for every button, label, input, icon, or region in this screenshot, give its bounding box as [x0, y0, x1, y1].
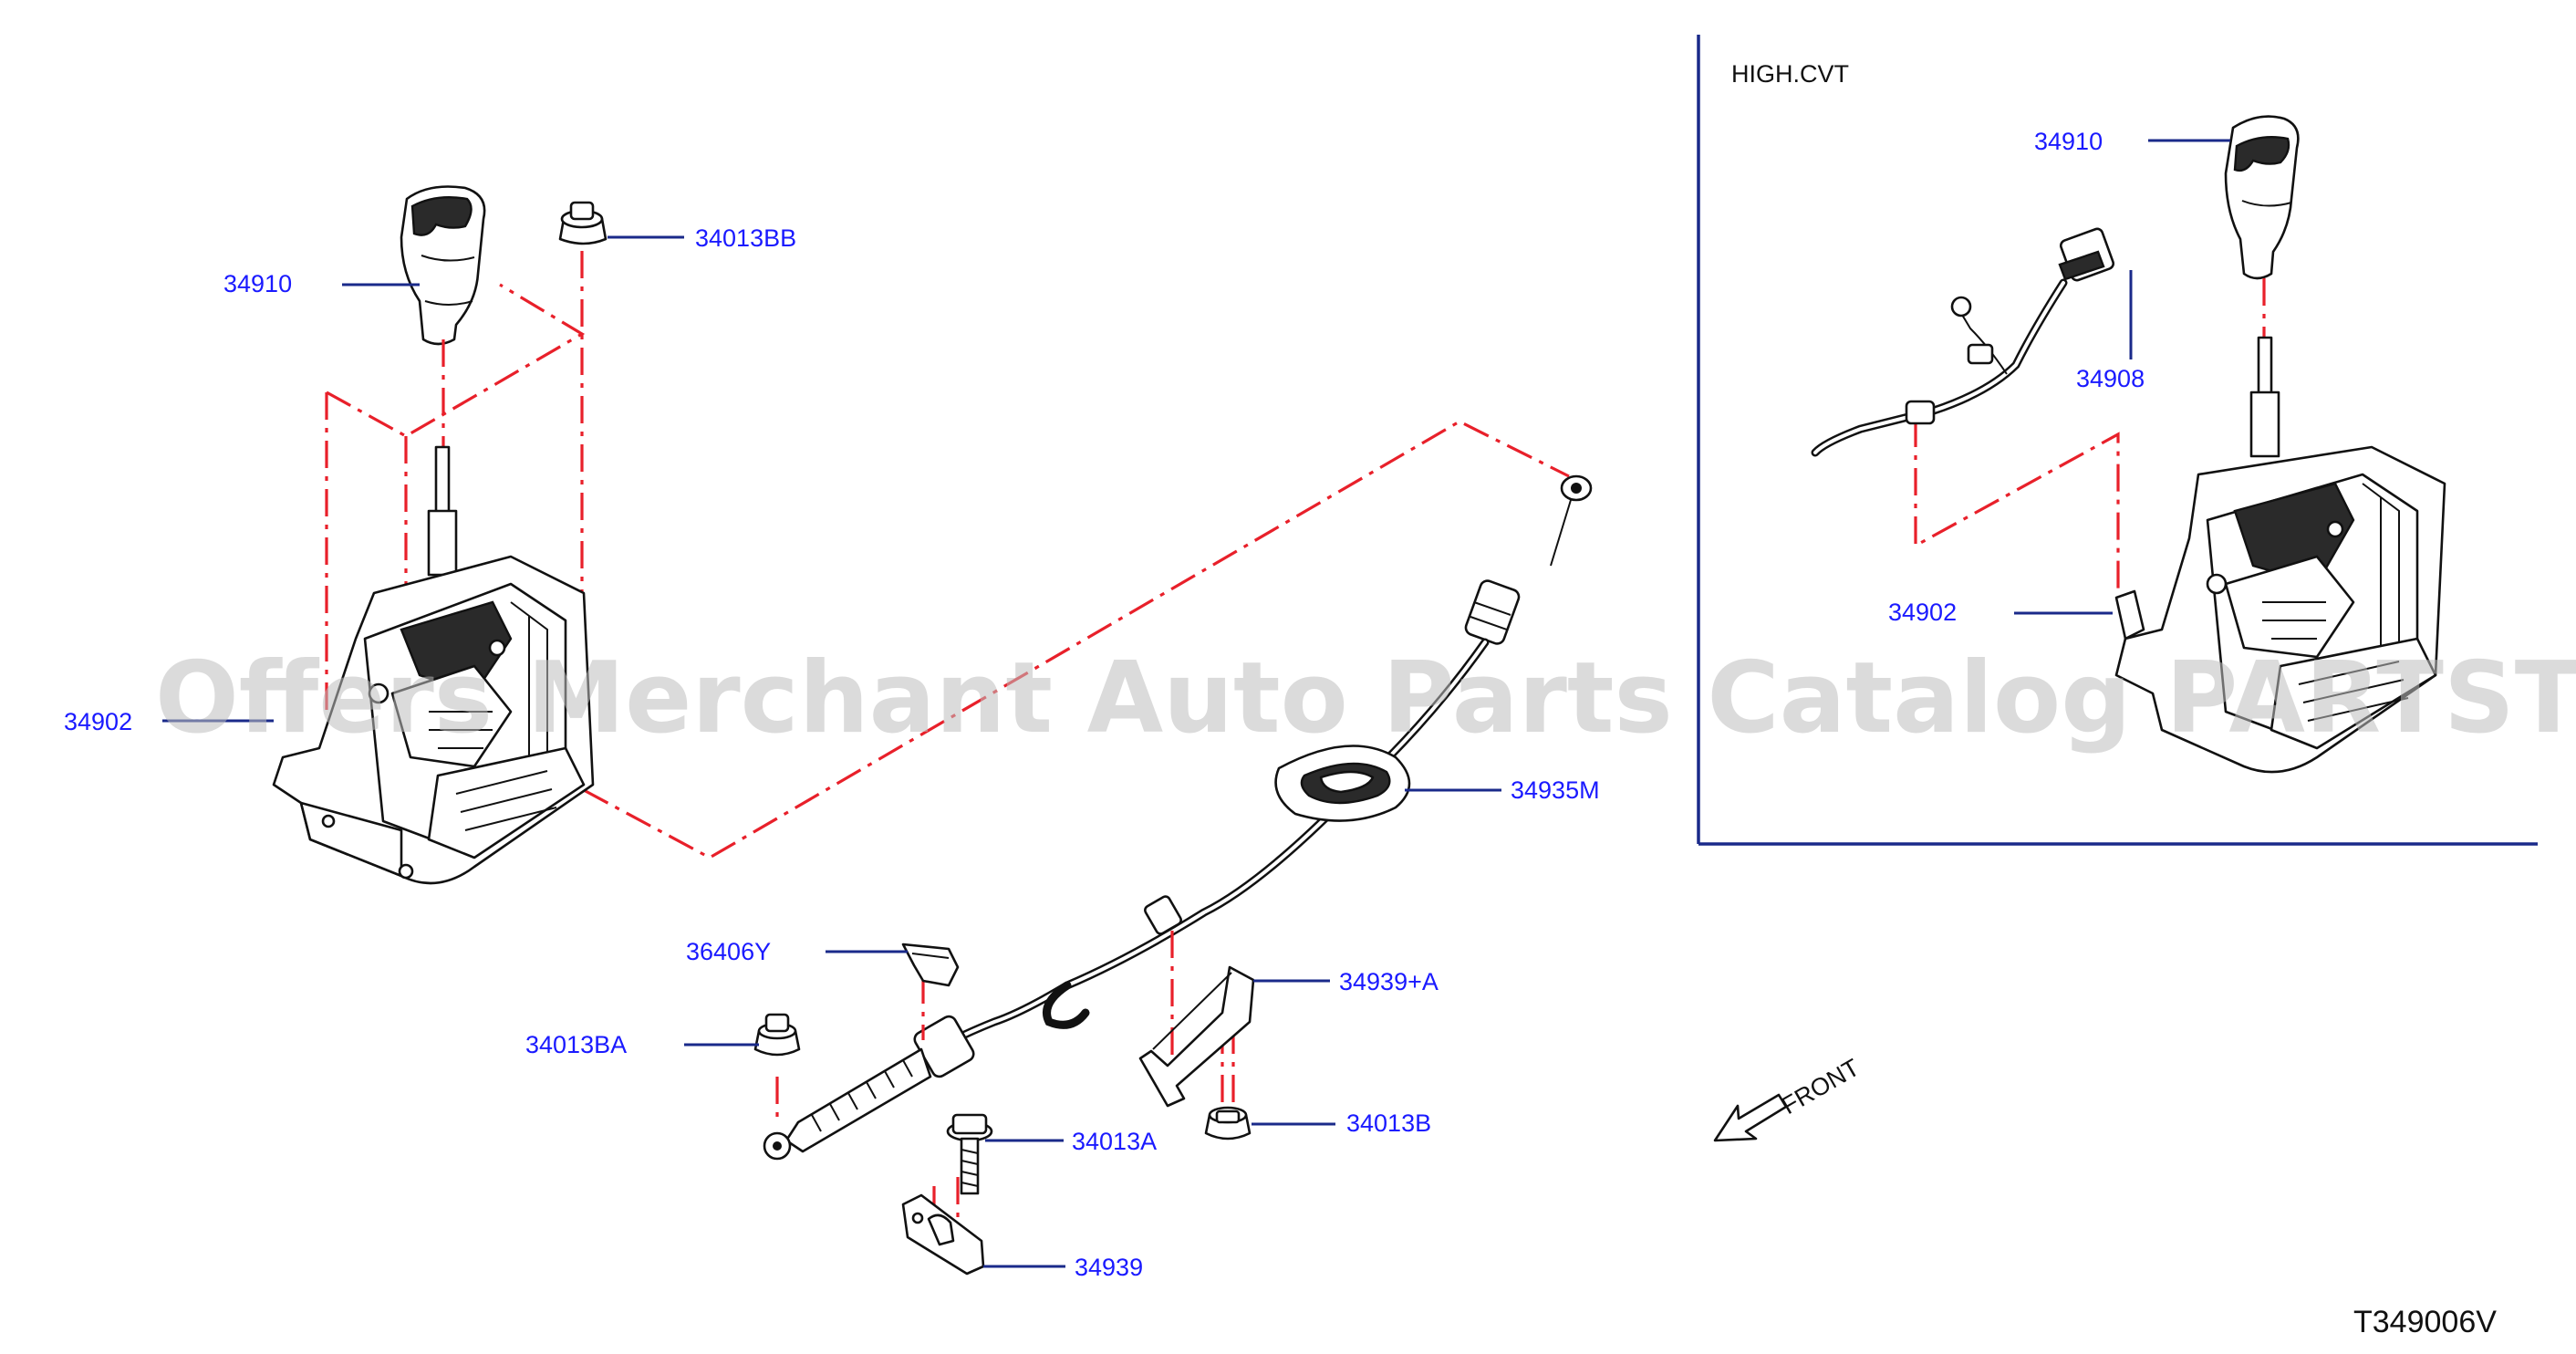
callout-34013a: 34013A: [1072, 1128, 1157, 1155]
wire-harness-34908[interactable]: [1811, 227, 2115, 457]
bolt-34013a[interactable]: [946, 1113, 993, 1195]
section-label: HIGH.CVT: [1731, 60, 1849, 88]
control-cable[interactable]: [763, 474, 1593, 1161]
nut-34013ba[interactable]: [753, 1013, 801, 1057]
clip-36406y[interactable]: [901, 943, 960, 987]
bracket-34939[interactable]: [901, 1193, 985, 1276]
callout-34902-right: 34902: [1888, 599, 1957, 626]
callout-34939a: 34939+A: [1339, 968, 1439, 995]
shifter-assembly-left[interactable]: [272, 445, 595, 885]
callout-34910-right: 34910: [2034, 128, 2103, 155]
callout-34935m: 34935M: [1511, 776, 1600, 804]
shift-knob-right[interactable]: [2224, 115, 2300, 280]
callout-34013bb: 34013BB: [695, 224, 796, 252]
callout-36406y: 36406Y: [686, 938, 771, 965]
callout-34013b: 34013B: [1346, 1109, 1431, 1137]
high-cvt-frame: [1697, 35, 2538, 846]
front-label: FRONT: [1777, 1054, 1864, 1120]
watermark: Offers Merchant Auto Parts Catalog PARTS…: [155, 641, 2576, 755]
alignment-lines-right: [1914, 278, 2266, 598]
callout-34910-left: 34910: [223, 270, 292, 297]
callout-34013ba: 34013BA: [525, 1031, 627, 1058]
shift-knob-left[interactable]: [400, 185, 486, 346]
front-arrow-icon: [1713, 1093, 1788, 1142]
figure-code: T349006V: [2353, 1305, 2497, 1339]
nut-34013b[interactable]: [1204, 1106, 1252, 1140]
callout-34908: 34908: [2076, 365, 2145, 392]
shifter-assembly-right[interactable]: [2114, 336, 2446, 774]
bracket-34939a[interactable]: [1138, 965, 1255, 1108]
nut-34013bb[interactable]: [558, 201, 608, 245]
callout-34939: 34939: [1075, 1254, 1143, 1281]
callout-34902-left: 34902: [64, 708, 132, 735]
